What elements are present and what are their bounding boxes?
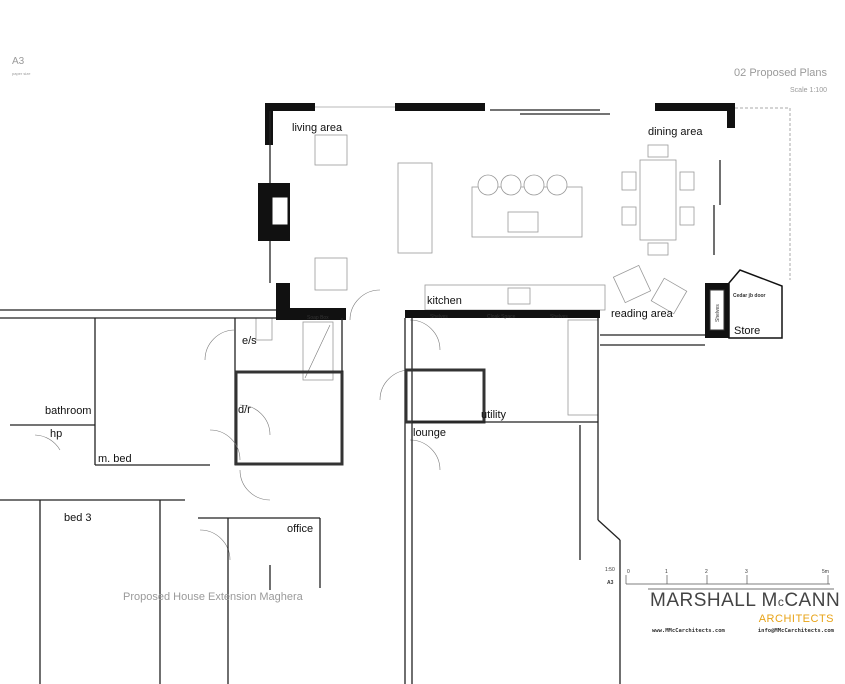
label-store: Store [734,325,760,337]
logo-email: info@MMcCarchitects.com [758,628,835,634]
label-shelves-2: Shelves [550,314,568,320]
scale-tick-5: 5m [822,569,829,575]
label-master-bed: m. bed [98,453,132,465]
label-living-area: living area [292,122,343,134]
existing-walls [0,289,621,684]
room-labels: living area dining area kitchen reading … [45,122,766,535]
project-title: Proposed House Extension Maghera [123,591,304,603]
sheet-title: 02 Proposed Plans [734,67,827,79]
label-hp: hp [50,428,62,440]
label-bed-3: bed 3 [64,512,92,524]
scale-tick-2: 2 [705,569,708,575]
label-soap-box: Soap Box [307,315,329,321]
label-reading-area: reading area [611,308,674,320]
scale-tick-0: 0 [627,569,630,575]
extension-walls [258,103,791,346]
scale-sheet: A3 [607,580,614,586]
label-cloak-space: Cloak Space [487,314,516,320]
scale-bar: 1:50 A3 0 1 2 3 5m [605,567,830,586]
scale-ratio: 1:50 [605,567,615,573]
logo-name: MARSHALL McCANN [650,590,840,611]
label-ensuite: e/s [242,335,257,347]
sheet-scale: Scale 1:100 [790,87,827,94]
label-bathroom: bathroom [45,405,91,417]
label-office: office [287,523,313,535]
label-lounge: lounge [413,427,446,439]
furniture [255,134,695,416]
label-cedar-door: Cedar jb door [733,293,766,299]
paper-size-caption: paper size [12,71,31,76]
label-utility: utility [481,409,507,421]
label-shelves-1: Shelves [430,314,448,320]
label-shelves-store: Shelves [715,304,721,322]
logo-website: www.MMcCarchitects.com [652,628,726,634]
label-dressing-room: d/r [238,404,251,416]
paper-size: A3 [12,56,25,67]
label-kitchen: kitchen [427,295,462,307]
architect-logo: MARSHALL McCANN ARCHITECTS www.MMcCarchi… [648,588,840,634]
scale-tick-1: 1 [665,569,668,575]
logo-sub: ARCHITECTS [759,613,834,625]
scale-tick-3: 3 [745,569,748,575]
label-dining-area: dining area [648,126,703,138]
